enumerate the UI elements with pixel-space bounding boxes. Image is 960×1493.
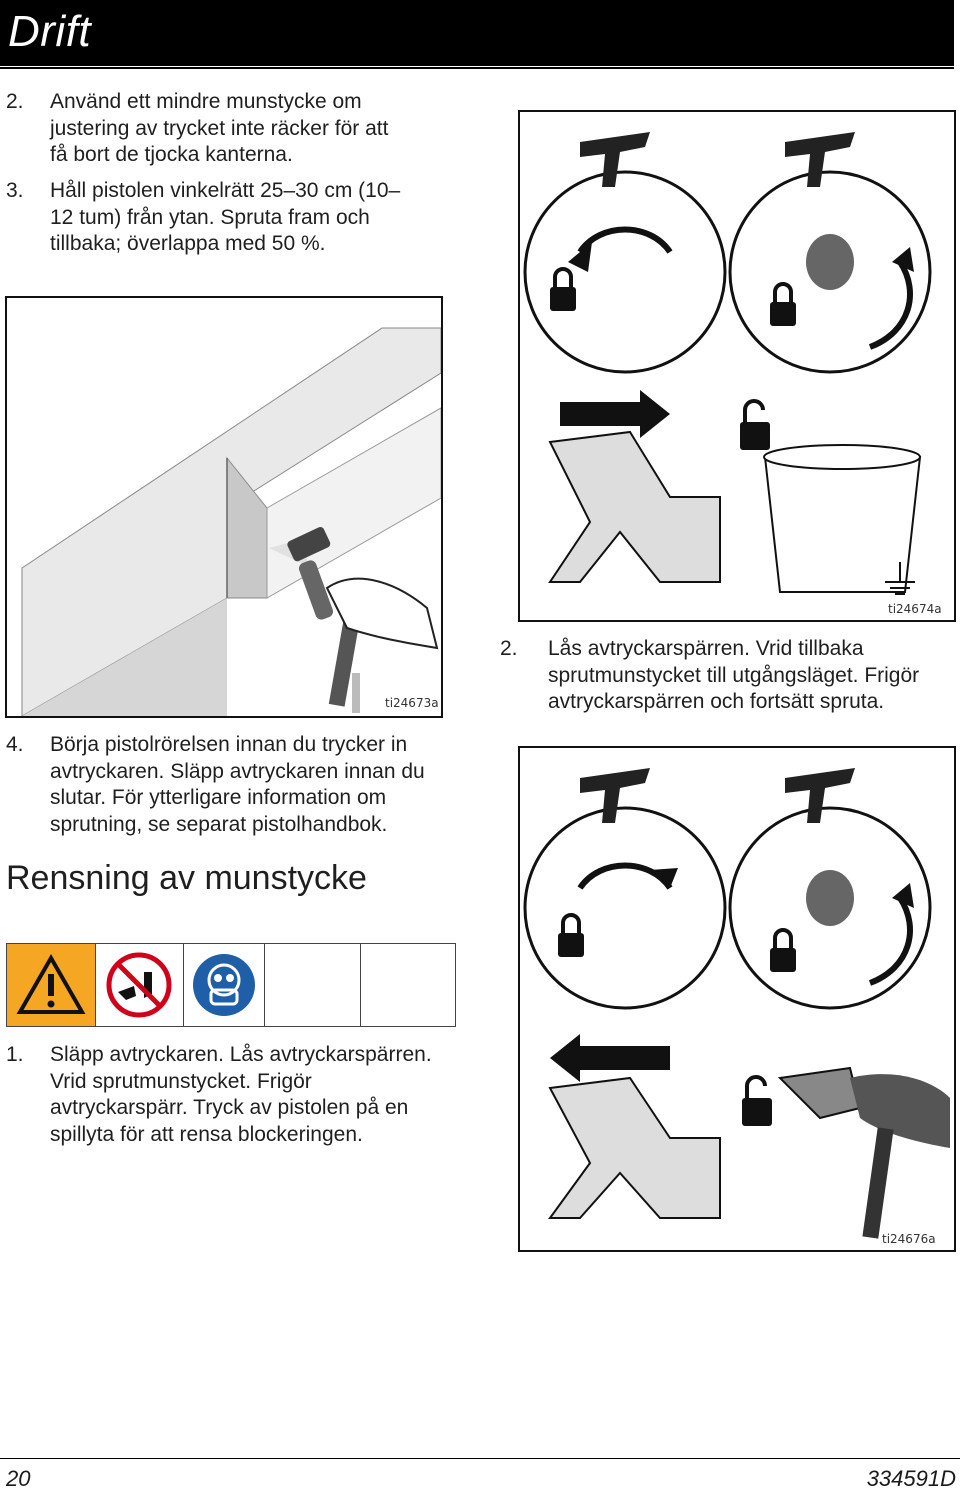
figure-wall-spraying: ti24673a [5,296,443,718]
step-text: Håll pistolen vinkelrätt 25–30 cm (10– 1… [50,179,401,255]
document-number: 334591D [866,1466,956,1491]
tip-unclog-illustration [523,768,950,1239]
footer-rule [0,1458,960,1459]
spray-gun-icon [785,132,855,187]
spray-gun-icon [580,132,650,187]
bucket-icon [763,456,922,593]
warning-icon [16,954,86,1014]
prohibit-icon-cell [96,944,185,1026]
wear-protection-icon [193,954,256,1016]
arrow-left-icon [550,1034,670,1082]
step-number: 3. [6,179,24,202]
figure-id: ti24673a [385,696,439,710]
lock-closed-icon [550,287,576,311]
figure-id: ti24676a [882,1232,936,1246]
step-2-right: 2. Lås avtryckarspärren. Vrid tillbaka s… [500,636,955,716]
mandatory-icon-cell [184,944,265,1026]
step-4: 4. Börja pistolrörelsen innan du trycker… [6,732,476,840]
step-text: Lås avtryckarspärren. Vrid tillbaka spru… [548,637,920,713]
empty-icon-cell [361,944,455,1026]
header-bar: Drift [0,0,954,66]
lock-open-icon [740,422,770,450]
step-number: 2. [500,637,518,660]
header-rule [0,67,954,69]
warning-icon-cell [7,944,96,1026]
lock-closed-icon [770,302,796,326]
ground-icon [885,562,915,595]
arrow-right-icon [560,390,670,438]
figure-tip-unclog: ti24676a [518,746,956,1252]
spray-gun-icon [287,527,361,713]
hand-icon [850,1074,950,1148]
step-text: Släpp avtryckaren. Lås avtryckarspärren.… [50,1043,432,1146]
step-number: 1. [6,1043,24,1066]
lock-open-icon [742,1098,772,1126]
safety-icon-row [6,943,456,1027]
empty-icon-cell [265,944,362,1026]
spray-gun-icon [785,768,855,823]
spray-gun-icon [777,1066,862,1120]
step-1: 1. Släpp avtryckaren. Lås avtryckarspärr… [6,1042,481,1150]
step-2-top: 2. Använd ett mindre munstycke om juster… [6,89,466,169]
step-number: 2. [6,90,24,113]
tip-rotate-illustration [523,132,932,595]
step-number: 4. [6,733,24,756]
step-3: 3. Håll pistolen vinkelrätt 25–30 cm (10… [6,178,466,258]
no-hand-in-spray-icon [106,952,172,1018]
page-number: 20 [6,1466,31,1491]
figure-tip-rotate-back: ti24674a [518,110,956,622]
step-text: Börja pistolrörelsen innan du trycker in… [50,733,425,836]
spray-gun-icon [580,768,650,823]
figure-id: ti24674a [888,602,942,616]
section-title: Rensning av munstycke [6,859,367,897]
step-text: Använd ett mindre munstycke om justering… [50,90,389,166]
lock-closed-icon [558,933,584,957]
page-title: Drift [8,7,92,56]
wall-spray-illustration [21,327,441,716]
hand-icon [325,577,439,650]
lock-closed-icon [770,948,796,972]
